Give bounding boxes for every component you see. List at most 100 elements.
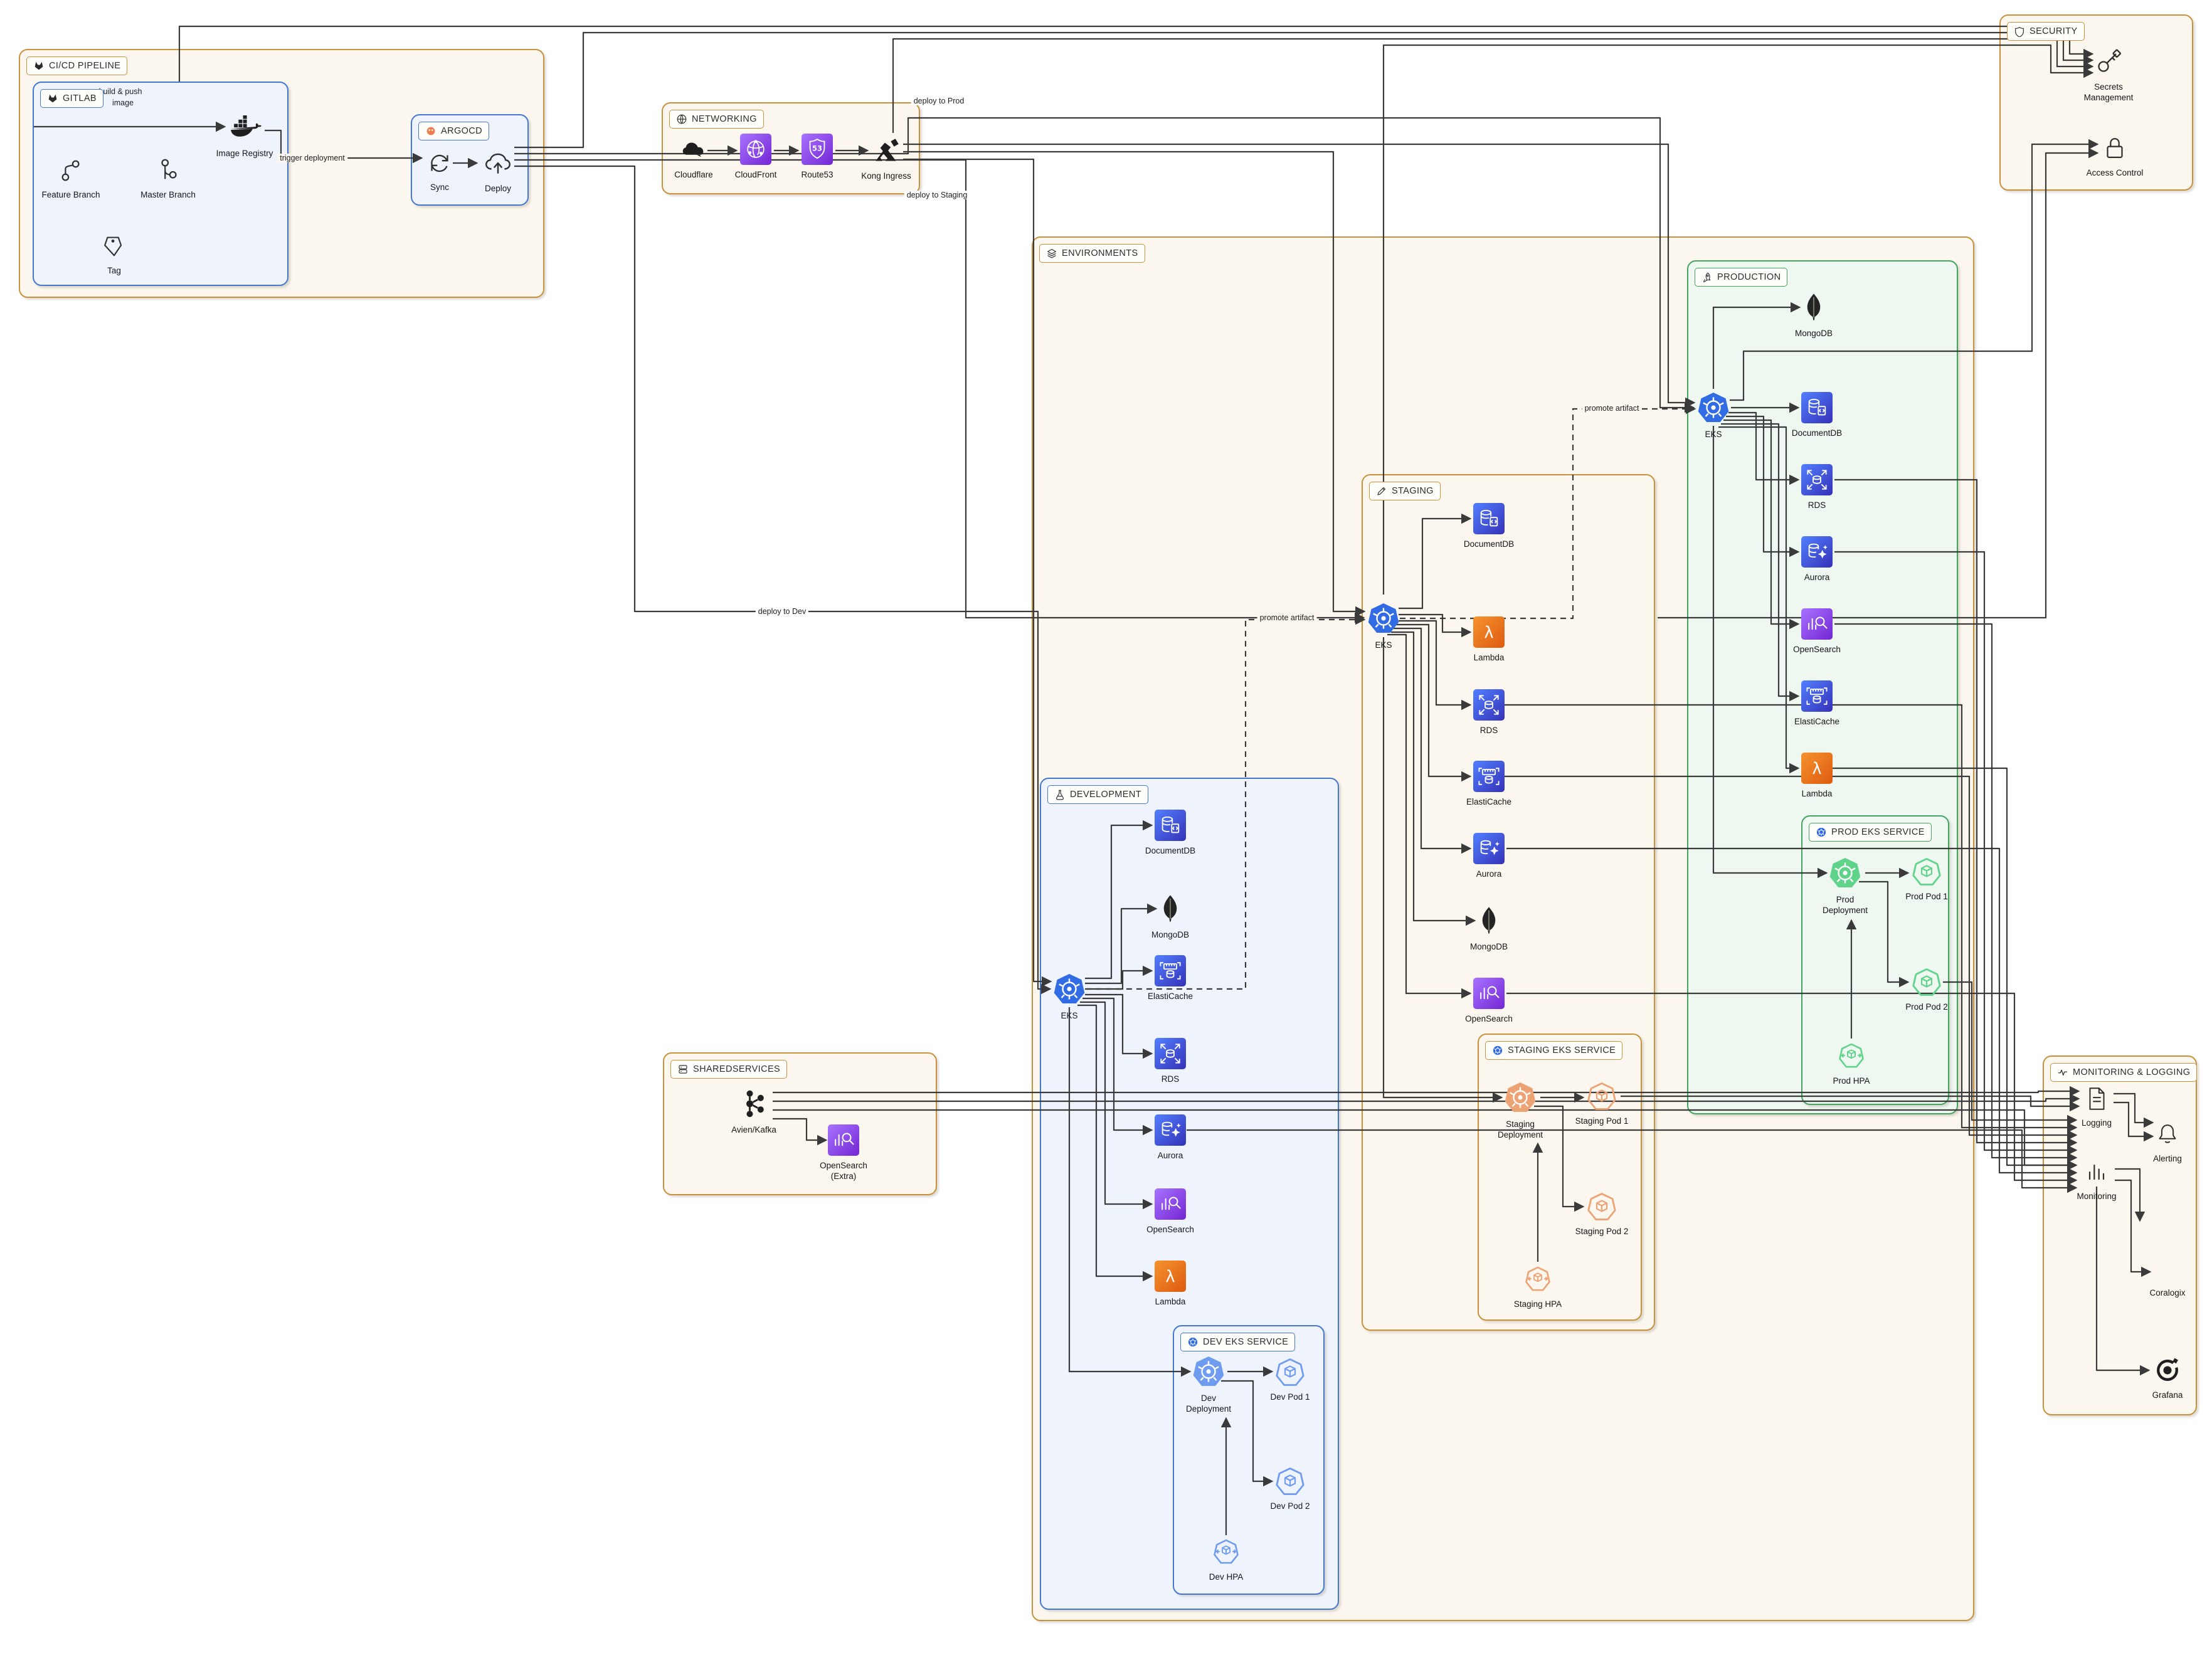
node-label-stg-hpa: Staging HPA — [1513, 1299, 1562, 1309]
edge-label: deploy to Staging — [904, 191, 970, 199]
edge — [1712, 426, 1828, 879]
node-label-prd-rds: RDS — [1807, 500, 1826, 510]
section-label-staging-eks-service: STAGING EKS SERVICE — [1485, 1041, 1623, 1060]
svg-text:λ: λ — [1165, 1267, 1175, 1286]
pencil-icon — [1376, 485, 1387, 497]
node-label-opensearch-extra: OpenSearch — [820, 1161, 867, 1170]
section-title: SHAREDSERVICES — [693, 1064, 781, 1074]
edge — [1726, 415, 1800, 558]
pulse-icon — [2057, 1067, 2068, 1078]
section-prod-eks-service — [1801, 815, 1949, 1105]
edge — [1505, 704, 2078, 1133]
edge — [1721, 423, 1800, 702]
section-label-prod-eks-service: PROD EKS SERVICE — [1809, 823, 1932, 842]
node-label-grafana: Grafana — [2152, 1390, 2183, 1400]
edge — [773, 1118, 828, 1146]
hpa-prod-icon — [1836, 1041, 1867, 1071]
node-label-prd-aurora: Aurora — [1804, 573, 1830, 582]
node-label-stg-lambda: Lambda — [1473, 653, 1505, 662]
cloudflare-icon — [679, 136, 708, 165]
node-label-prd-pod1: Prod Pod 1 — [1905, 892, 1948, 901]
edge — [1391, 631, 1476, 926]
node-label-master-branch: Master Branch — [140, 190, 196, 199]
edge — [1534, 1105, 1585, 1212]
node-label-cloudflare: Cloudflare — [674, 170, 713, 179]
node-label-dev-mongodb: MongoDB — [1151, 930, 1190, 939]
edge — [1077, 1004, 1153, 1282]
node-label-secrets: Secrets — [2094, 82, 2123, 92]
section-label-staging: STAGING — [1369, 482, 1441, 500]
edge-label: promote artifact — [1582, 404, 1642, 413]
edge-label: deploy to Dev — [755, 607, 809, 616]
aws-elasticache-icon — [1801, 680, 1833, 712]
edge — [1382, 44, 2094, 595]
lock-icon — [2100, 134, 2129, 163]
node-label-sync: Sync — [430, 182, 449, 192]
edge — [1943, 981, 2078, 1126]
mongodb-icon — [1473, 904, 1505, 937]
pod-staging-icon — [1587, 1192, 1617, 1222]
edge — [1396, 623, 1472, 782]
edge — [265, 129, 423, 164]
k8s-prod-icon — [1828, 856, 1862, 890]
globe-icon — [676, 114, 687, 125]
node-label-prd-hpa: Prod HPA — [1833, 1076, 1870, 1086]
edge — [773, 1086, 2080, 1097]
section-staging-eks-service — [1478, 1034, 1642, 1321]
k8s-chip-icon — [1492, 1045, 1503, 1056]
edge — [2095, 1187, 2151, 1376]
node-label-stg-elasticache: ElastiCache — [1466, 797, 1512, 806]
k8s-chip-icon — [1187, 1336, 1199, 1348]
node-label-dev-rds: RDS — [1161, 1074, 1180, 1084]
node-label-dev-hpa: Dev HPA — [1209, 1572, 1244, 1582]
section-title: DEVELOPMENT — [1070, 790, 1141, 800]
db-icon — [677, 1064, 689, 1075]
kong-icon — [871, 135, 902, 166]
section-title: CI/CD PIPELINE — [49, 61, 121, 71]
aws-aurora-icon — [1155, 1114, 1186, 1146]
section-title: GITLAB — [63, 93, 97, 103]
node-label-cloudfront: CloudFront — [734, 170, 777, 179]
node-label-dev-aurora: Aurora — [1157, 1151, 1183, 1160]
svg-text:53: 53 — [812, 144, 822, 152]
rocket-icon — [1701, 272, 1713, 283]
k8s-icon — [1367, 601, 1400, 635]
pod-prod-icon — [1912, 857, 1942, 887]
tag-icon — [100, 232, 129, 261]
node-label-tag: Tag — [107, 266, 121, 275]
pod-dev-icon — [1275, 1357, 1305, 1387]
branch2-icon — [154, 156, 183, 185]
node-label-deploy: Deploy — [484, 184, 512, 193]
edge — [1085, 993, 1153, 1059]
node-label-stg-mongodb: MongoDB — [1469, 942, 1508, 951]
aws-lambda-icon: λ — [1155, 1261, 1186, 1292]
section-title: ENVIRONMENTS — [1062, 248, 1138, 258]
branch-icon — [56, 156, 85, 185]
node-label2-secrets: Management — [2083, 93, 2134, 102]
k8s-icon — [1696, 391, 1730, 425]
pod-staging-icon — [1587, 1081, 1617, 1111]
edge — [1834, 551, 2078, 1156]
section-title: PROD EKS SERVICE — [1831, 827, 1925, 837]
edge — [1082, 997, 1153, 1136]
hpa-dev-icon — [1210, 1537, 1242, 1567]
aws-opensearch-icon — [1801, 608, 1833, 640]
edge — [1387, 633, 1472, 999]
aws-route53-icon: 53 — [802, 134, 833, 165]
node-label-prd-pod2: Prod Pod 2 — [1905, 1002, 1948, 1012]
edge-label: image — [109, 98, 137, 107]
section-title: NETWORKING — [692, 114, 757, 124]
node-label2-dev-deployment: Deployment — [1185, 1404, 1232, 1414]
deploycloud-icon — [482, 147, 514, 179]
k8s-icon — [1052, 972, 1086, 1006]
flask-icon — [1054, 789, 1066, 800]
svg-text:λ: λ — [1484, 623, 1493, 642]
edge — [1080, 1001, 1153, 1210]
node-label-stg-deployment: Staging — [1506, 1119, 1535, 1129]
edge — [1085, 965, 1153, 990]
aws-opensearch-icon — [828, 1124, 859, 1156]
node-label-stg-eks: EKS — [1375, 640, 1392, 650]
edge — [1833, 767, 2078, 1171]
section-label-development: DEVELOPMENT — [1047, 785, 1148, 804]
edge — [773, 1109, 2078, 1171]
